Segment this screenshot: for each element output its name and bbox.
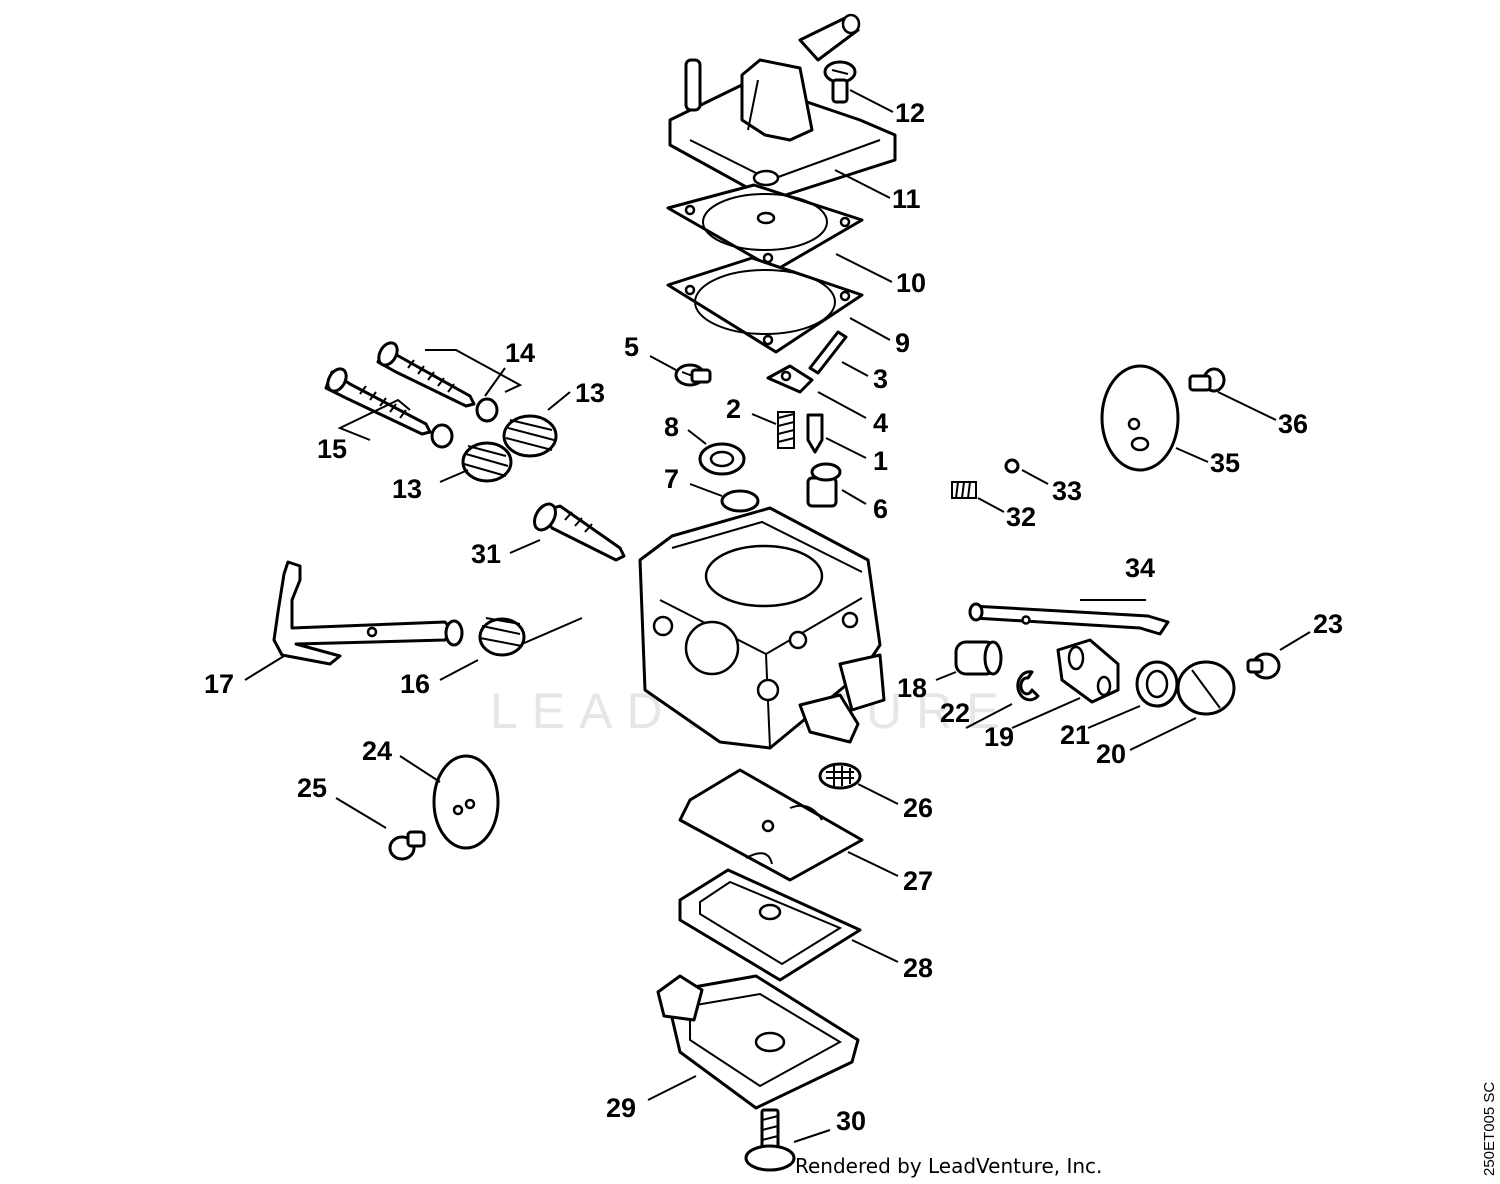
callout-30: 30 [836, 1106, 866, 1136]
callout-10: 10 [896, 268, 926, 298]
callout-27: 27 [903, 866, 933, 896]
choke-shaft-34-part [968, 602, 1170, 636]
callout-4: 4 [873, 408, 888, 438]
plug-7-part [720, 489, 760, 513]
callout-13b: 13 [392, 474, 422, 504]
screw-36-part [1188, 367, 1226, 393]
ball-33-part [1004, 458, 1020, 474]
spring-13b-part [461, 441, 513, 483]
callout-26: 26 [903, 793, 933, 823]
callout-18: 18 [897, 673, 927, 703]
leader-lines [244, 89, 1311, 1143]
screw-12-part [823, 60, 857, 104]
pin-3-part [808, 330, 848, 375]
callout-17: 17 [204, 669, 234, 699]
callout-19: 19 [984, 722, 1014, 752]
callout-13a: 13 [575, 378, 605, 408]
callout-22: 22 [940, 698, 970, 728]
callout-24: 24 [362, 736, 392, 766]
callout-5: 5 [624, 332, 639, 362]
inlet-lever-4-part [766, 364, 814, 394]
callout-31: 31 [471, 539, 501, 569]
washer-21-part [1135, 660, 1179, 708]
callout-14: 14 [505, 338, 535, 368]
screw-5-part [674, 363, 712, 387]
bushing-18-part [954, 640, 1003, 676]
choke-plate-35-part [1100, 364, 1180, 472]
carburetor-body-part [638, 506, 886, 750]
o-ring-14-part [475, 397, 499, 423]
callout-36: 36 [1278, 409, 1308, 439]
spring-2-part [777, 411, 795, 449]
callout-15: 15 [317, 434, 347, 464]
callout-1: 1 [873, 446, 888, 476]
callout-16: 16 [400, 669, 430, 699]
callout-labels: 1 2 3 4 5 6 7 8 9 10 11 12 13 13 14 15 1… [204, 98, 1343, 1136]
inlet-needle-1-part [806, 413, 824, 454]
screw-30-part [744, 1108, 796, 1172]
low-speed-screw-15-part [324, 367, 432, 436]
diaphragm-10-part [666, 183, 864, 272]
gasket-28-part [678, 868, 862, 982]
credit-text: Rendered by LeadVenture, Inc. [795, 1154, 1102, 1178]
o-ring-15-part [430, 423, 454, 449]
metering-diaphragm-27-part [678, 768, 864, 882]
callout-11: 11 [892, 184, 921, 214]
callout-23: 23 [1313, 609, 1343, 639]
callout-20: 20 [1096, 739, 1126, 769]
idle-screw-31-part [533, 502, 626, 562]
callout-12: 12 [895, 98, 925, 128]
screw-23-part [1246, 652, 1281, 680]
callout-3: 3 [873, 364, 888, 394]
torsion-spring-16-part [478, 617, 583, 657]
spring-13a-part [502, 414, 558, 458]
throttle-plate-24-part [432, 754, 500, 850]
choke-lever-19-part [1056, 638, 1120, 704]
throttle-shaft-17-part [272, 560, 464, 666]
callout-32: 32 [1006, 502, 1036, 532]
callout-6: 6 [873, 494, 888, 524]
metering-cover-29-part [656, 974, 860, 1110]
callout-29: 29 [606, 1093, 636, 1123]
callout-35: 35 [1210, 448, 1240, 478]
callout-28: 28 [903, 953, 933, 983]
callout-25: 25 [297, 773, 327, 803]
callout-21: 21 [1060, 720, 1090, 750]
callout-33: 33 [1052, 476, 1082, 506]
callout-8: 8 [664, 412, 679, 442]
callout-2: 2 [726, 394, 741, 424]
gasket-8-part [698, 442, 746, 476]
valve-6-part [806, 462, 842, 508]
choke-knob-20-part [1176, 660, 1236, 716]
screw-25-part [388, 830, 426, 861]
callout-34: 34 [1125, 553, 1155, 583]
callout-7: 7 [664, 464, 679, 494]
gasket-9-part [666, 256, 864, 354]
e-clip-22-part [1016, 670, 1040, 702]
spring-32-part [951, 481, 977, 499]
pump-cover-part [668, 13, 897, 202]
callout-9: 9 [895, 328, 910, 358]
filter-screen-26-part [818, 762, 862, 790]
high-speed-screw-14-part [376, 341, 476, 408]
drawing-code-text: 250ET005 SC [1481, 1082, 1498, 1176]
